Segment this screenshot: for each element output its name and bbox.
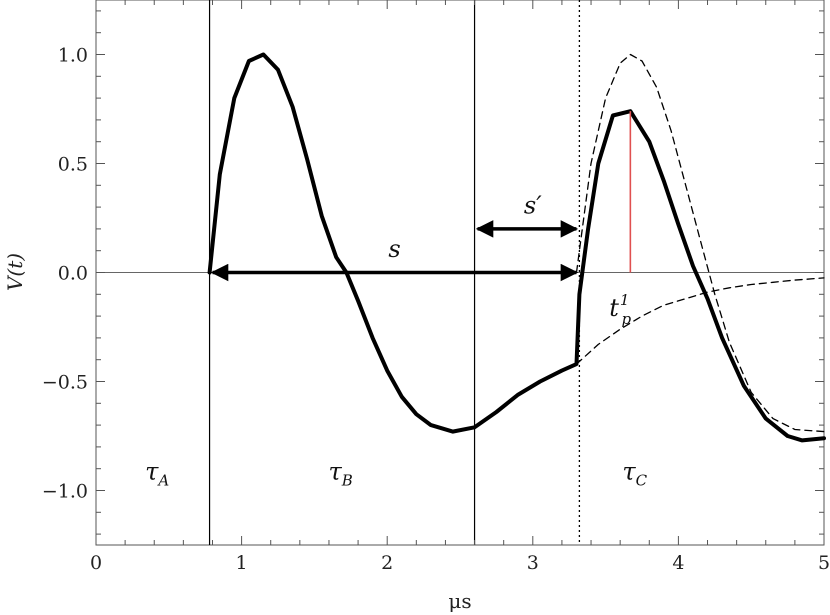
y-tick-label: 0.5: [58, 154, 88, 176]
y-tick-label: −1.0: [42, 481, 88, 503]
x-axis-title: μs: [448, 589, 471, 613]
x-tick-label: 5: [818, 552, 830, 574]
series-line-0: [207, 52, 826, 443]
y-axis-title: V(t): [3, 253, 27, 291]
y-tick-label: 1.0: [58, 45, 88, 67]
arrows-layer: [210, 220, 579, 282]
x-tick-label: 0: [90, 552, 102, 574]
x-tick-label: 3: [527, 552, 539, 574]
x-tick-label: 4: [672, 552, 684, 574]
series-layer: [207, 52, 826, 443]
x-tick-label: 1: [236, 552, 248, 574]
annotation-label: τA: [145, 458, 169, 490]
annotation-label: τC: [622, 458, 647, 490]
series-line-2: [575, 277, 825, 365]
ticks-layer: 0 1 2 3 4 5 −1.0 −0.5 0.0 0.5 1.0: [42, 0, 830, 574]
annotation-label: s′: [524, 192, 542, 220]
annotation-label: s: [388, 235, 400, 263]
annotation-label: τB: [328, 458, 352, 490]
x-tick-label: 2: [381, 552, 393, 574]
y-tick-label: 0.0: [58, 263, 88, 285]
series-line-1: [575, 53, 825, 433]
y-tick-label: −0.5: [42, 372, 88, 394]
